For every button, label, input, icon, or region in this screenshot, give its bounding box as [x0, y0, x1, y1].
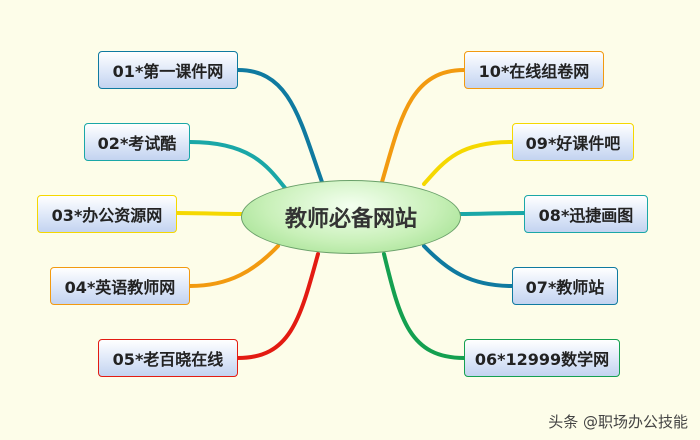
connector-05	[236, 252, 320, 360]
node-10[interactable]: 10*在线组卷网	[464, 51, 604, 89]
connector-04	[188, 244, 280, 288]
node-01[interactable]: 01*第一课件网	[98, 51, 238, 89]
watermark-text: 头条 @职场办公技能	[548, 413, 688, 431]
connector-03	[175, 211, 244, 216]
central-topic[interactable]: 教师必备网站	[241, 180, 461, 254]
node-09[interactable]: 09*好课件吧	[512, 123, 634, 161]
connector-01	[236, 68, 324, 184]
connector-06	[382, 252, 466, 360]
node-07[interactable]: 07*教师站	[512, 267, 618, 305]
node-03[interactable]: 03*办公资源网	[37, 195, 177, 233]
connector-10	[380, 68, 466, 184]
node-05[interactable]: 05*老百晓在线	[98, 339, 238, 377]
node-06[interactable]: 06*12999数学网	[464, 339, 620, 377]
node-08[interactable]: 08*迅捷画图	[524, 195, 648, 233]
connector-08	[458, 211, 526, 216]
node-04[interactable]: 04*英语教师网	[50, 267, 190, 305]
connector-09	[422, 140, 514, 186]
connector-07	[422, 244, 514, 288]
connector-02	[188, 140, 292, 196]
node-02[interactable]: 02*考试酷	[84, 123, 190, 161]
